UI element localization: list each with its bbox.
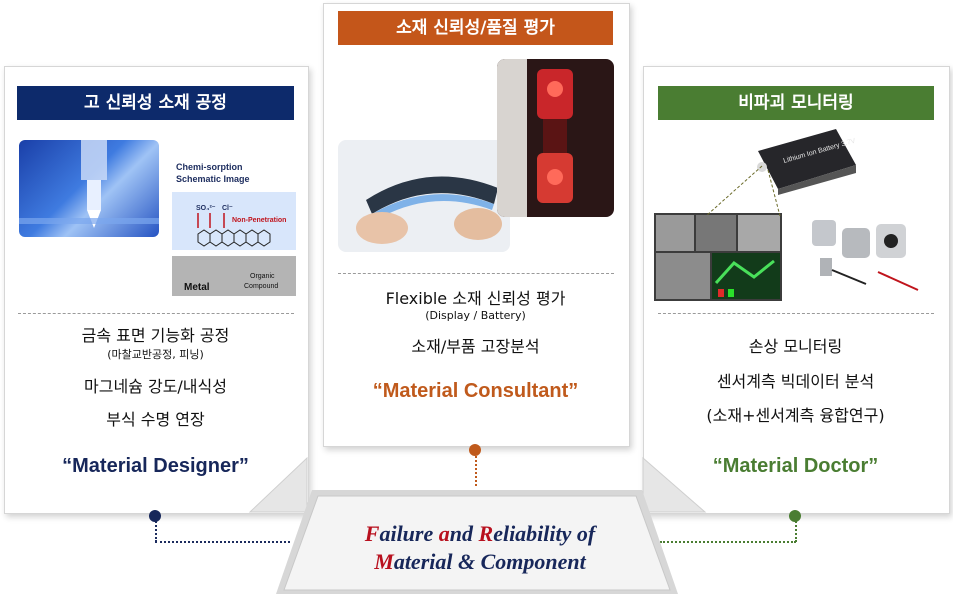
tensile-test-drawing	[497, 59, 573, 217]
diagram-organic-1: Organic	[250, 273, 275, 280]
right-connector-dot	[789, 510, 801, 522]
footer-cap-f: F	[364, 521, 380, 546]
right-quote: “Material Doctor”	[712, 455, 879, 477]
footer-cap-r: R	[478, 521, 494, 546]
battery-image: Lithium Ion Battery 3.7V	[748, 127, 860, 195]
flexible-display-image	[338, 140, 510, 252]
center-line-1: Flexible 소재 신뢰성 평가	[385, 289, 566, 308]
diagram-ion-1: SO₄²⁻	[196, 205, 216, 212]
battery-callout-lines	[705, 165, 781, 217]
right-connector-vertical	[795, 518, 797, 542]
center-panel-header: 소재 신뢰성/품질 평가	[338, 11, 613, 45]
right-line-2: 센서계측 빅데이터 분석	[716, 372, 875, 391]
right-connector-horizontal	[660, 541, 796, 543]
chemisorption-drawing: Chemi-sorption Schematic Image SO₄²⁻ Cl⁻…	[172, 162, 296, 296]
diagram-ion-2: Cl⁻	[222, 205, 233, 212]
acoustic-sensors-image	[806, 214, 928, 294]
left-quote: “Material Designer”	[62, 455, 249, 477]
footer-text-4: aterial & Component	[393, 549, 586, 574]
sem-image-collage	[654, 213, 782, 301]
right-line-3: (소재+센서계측 융합연구)	[706, 406, 885, 425]
diagram-metal: Metal	[184, 282, 210, 293]
diagram-organic-2: Compound	[244, 283, 278, 290]
left-line-3: 부식 수명 연장	[106, 410, 205, 429]
footer-text-1: ailure	[379, 521, 439, 546]
footer-cap-a: a	[438, 521, 450, 546]
footer-text-2: nd	[449, 521, 479, 546]
right-line-1: 손상 모니터링	[748, 337, 843, 356]
footer-text-3: eliability of	[493, 521, 596, 546]
diagram-non-penetration: Non-Penetration	[232, 217, 286, 224]
footer-title: Failure and Reliability of Material & Co…	[330, 520, 630, 576]
right-panel-header: 비파괴 모니터링	[658, 86, 934, 120]
welding-tool-image	[19, 140, 159, 237]
battery-drawing: Lithium Ion Battery 3.7V	[757, 129, 857, 195]
center-line-1-sub: (Display / Battery)	[425, 309, 526, 322]
sem-collage-drawing	[656, 215, 780, 299]
footer-cap-m: M	[374, 549, 394, 574]
welding-tool-drawing	[19, 140, 159, 228]
tensile-test-image	[497, 59, 614, 217]
center-connector-vertical	[475, 448, 477, 486]
left-connector-dot	[149, 510, 161, 522]
center-line-2: 소재/부품 고장분석	[411, 337, 540, 356]
left-line-2: 마그네슘 강도/내식성	[84, 377, 227, 396]
diagram-title-2: Schematic Image	[176, 174, 250, 184]
left-line-1-sub: (마찰교반공정, 피닝)	[107, 348, 204, 361]
center-connector-dot	[469, 444, 481, 456]
left-connector-horizontal	[155, 541, 290, 543]
flexible-display-drawing	[356, 176, 502, 244]
center-quote: “Material Consultant”	[372, 380, 579, 402]
sensors-drawing	[812, 220, 919, 291]
center-divider	[338, 273, 614, 274]
left-panel-header: 고 신뢰성 소재 공정	[17, 86, 294, 120]
chemisorption-diagram: Chemi-sorption Schematic Image SO₄²⁻ Cl⁻…	[168, 150, 298, 300]
left-line-1: 금속 표면 기능화 공정	[81, 326, 230, 345]
diagram-title-1: Chemi-sorption	[176, 162, 243, 172]
right-divider	[658, 313, 934, 314]
footer-box	[276, 490, 678, 594]
left-connector-vertical	[155, 518, 157, 542]
left-divider	[18, 313, 294, 314]
